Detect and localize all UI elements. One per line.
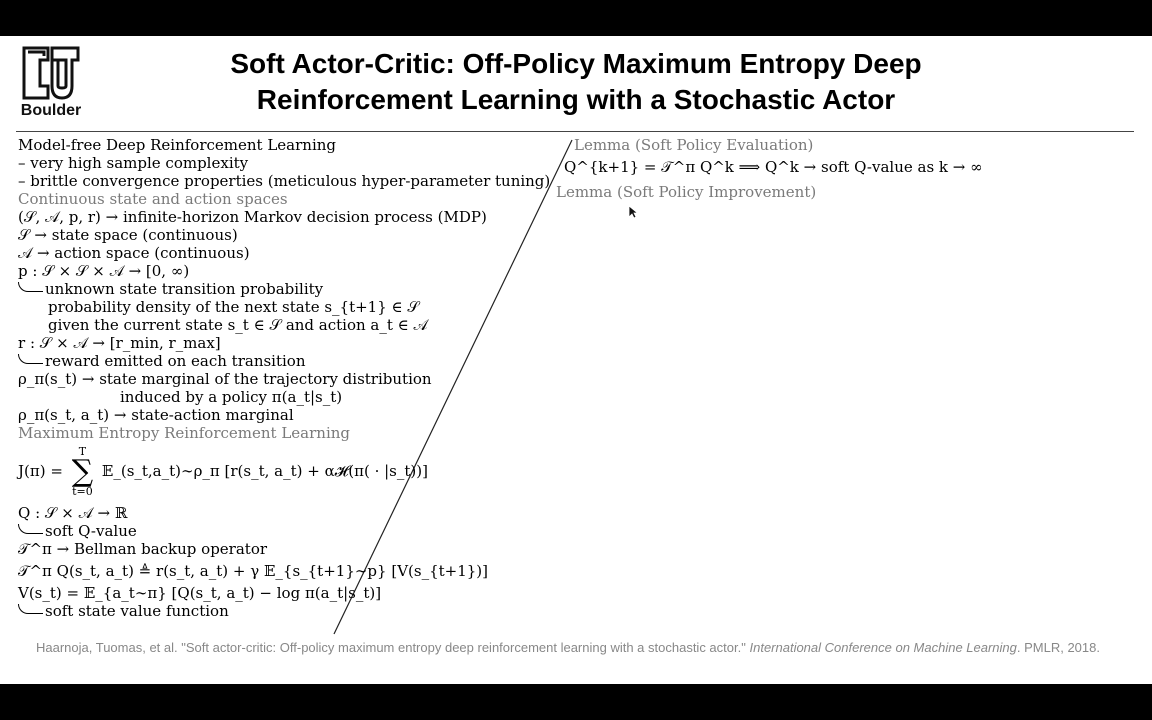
equation-lhs: J(π) = xyxy=(18,462,63,480)
bellman-equation: 𝒯^π Q(s_t, a_t) ≜ r(s_t, a_t) + γ 𝔼_{s_{… xyxy=(18,562,489,580)
objective-equation: J(π) = T ∑ t=0 𝔼_(s_t,a_t)∼ρ_π [r(s_t, a… xyxy=(18,446,550,498)
note-text: unknown state transition probability xyxy=(45,280,324,298)
note-heading-model-free: Model-free Deep Reinforcement Learning xyxy=(18,136,337,154)
note-line: ρ_π(s_t) → state marginal of the traject… xyxy=(18,370,432,388)
note-hook-line: soft Q-value xyxy=(18,522,550,540)
hook-arrow-icon xyxy=(18,354,43,364)
title-line-2: Reinforcement Learning with a Stochastic… xyxy=(256,84,896,115)
citation-authors: Haarnoja, Tuomas, et al. "Soft actor-cri… xyxy=(36,640,746,655)
note-line: induced by a policy π(a_t|s_t) xyxy=(120,388,343,406)
note-line: – very high sample complexity xyxy=(18,154,249,172)
note-text: soft state value function xyxy=(45,602,229,620)
hook-arrow-icon xyxy=(18,282,43,292)
logo-caption: Boulder xyxy=(20,102,82,119)
hook-arrow-icon xyxy=(18,604,43,614)
note-hook-line: soft state value function xyxy=(18,602,550,620)
note-text: soft Q-value xyxy=(45,522,137,540)
note-line: Q : 𝒮 × 𝒜 → ℝ xyxy=(18,504,128,522)
soft-policy-evaluation-equation: Q^{k+1} = 𝒯^π Q^k ⟹ Q^k → soft Q-value a… xyxy=(564,158,983,176)
note-line: p : 𝒮 × 𝒮 × 𝒜 → [0, ∞) xyxy=(18,262,190,280)
note-line: (𝒮, 𝒜, p, r) → infinite-horizon Markov d… xyxy=(18,208,487,226)
value-equation: V(s_t) = 𝔼_{a_t∼π} [Q(s_t, a_t) − log π(… xyxy=(18,584,382,602)
summation: T ∑ t=0 xyxy=(72,446,93,498)
note-line: r : 𝒮 × 𝒜 → [r_min, r_max] xyxy=(18,334,221,352)
lemma-soft-policy-evaluation: Lemma (Soft Policy Evaluation) xyxy=(574,136,814,154)
note-line: 𝒯^π → Bellman backup operator xyxy=(18,540,268,558)
note-line: 𝒜 → action space (continuous) xyxy=(18,244,250,262)
cu-boulder-logo xyxy=(22,46,80,100)
note-hook-line: unknown state transition probability xyxy=(18,280,550,298)
sum-symbol: ∑ xyxy=(71,454,94,489)
title-line-1: Soft Actor-Critic: Off-Policy Maximum En… xyxy=(230,48,922,79)
header-rule xyxy=(16,131,1134,132)
mouse-cursor-icon xyxy=(628,205,638,219)
lemma-soft-policy-improvement: Lemma (Soft Policy Improvement) xyxy=(556,183,817,201)
note-text: reward emitted on each transition xyxy=(45,352,306,370)
note-line: 𝒮 → state space (continuous) xyxy=(18,226,238,244)
slide: Boulder Soft Actor-Critic: Off-Policy Ma… xyxy=(0,36,1152,684)
citation: Haarnoja, Tuomas, et al. "Soft actor-cri… xyxy=(36,638,1126,658)
citation-tail: . PMLR, 2018. xyxy=(1016,640,1100,655)
note-line: given the current state s_t ∈ 𝒮 and acti… xyxy=(48,316,428,334)
note-line: – brittle convergence properties (meticu… xyxy=(18,172,551,190)
sum-upper-limit: T xyxy=(78,445,87,458)
citation-venue: International Conference on Machine Lear… xyxy=(749,640,1017,655)
note-line: probability density of the next state s_… xyxy=(48,298,420,316)
note-heading-max-entropy: Maximum Entropy Reinforcement Learning xyxy=(18,424,351,442)
hook-arrow-icon xyxy=(18,524,43,534)
left-notes: Model-free Deep Reinforcement Learning –… xyxy=(18,136,550,620)
note-hook-line: reward emitted on each transition xyxy=(18,352,550,370)
equation-rhs: 𝔼_(s_t,a_t)∼ρ_π [r(s_t, a_t) + α𝓗(π( · |… xyxy=(101,462,428,480)
sum-lower-limit: t=0 xyxy=(72,485,93,498)
note-heading-continuous: Continuous state and action spaces xyxy=(18,190,288,208)
note-line: ρ_π(s_t, a_t) → state-action marginal xyxy=(18,406,294,424)
slide-title: Soft Actor-Critic: Off-Policy Maximum En… xyxy=(140,46,1012,118)
